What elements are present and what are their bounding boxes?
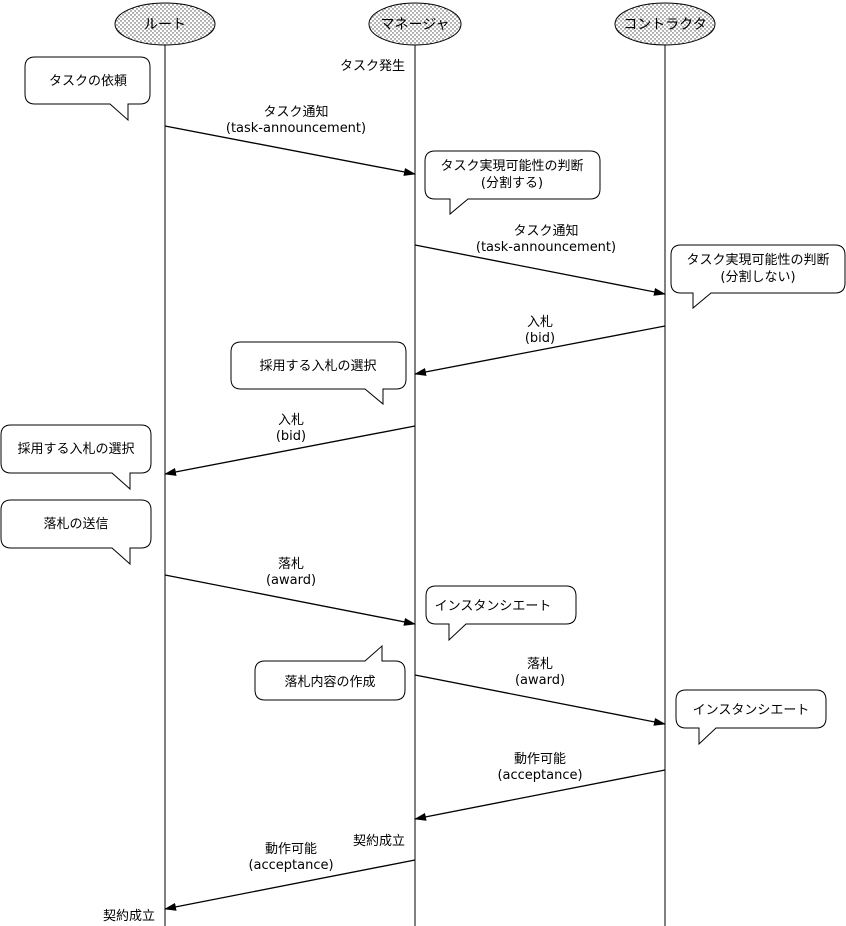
message-label-en: (award) bbox=[266, 573, 316, 588]
actor-manager-ellipse bbox=[368, 2, 462, 46]
message-label: 動作可能 bbox=[514, 752, 566, 767]
label-contract-root: 契約成立 bbox=[103, 909, 155, 924]
note-text: 採用する入札の選択 bbox=[259, 359, 376, 374]
message-arrow bbox=[414, 674, 666, 726]
message-bid-contractor-to-manager: 入札 (bid) bbox=[414, 315, 666, 376]
message-arrow bbox=[414, 325, 666, 376]
message-label: 入札 bbox=[278, 413, 304, 428]
label-task-occurrence: タスク発生 bbox=[340, 59, 405, 74]
note-text: タスク実現可能性の判断 bbox=[440, 158, 583, 174]
message-acceptance-manager-to-root: 動作可能 (acceptance) bbox=[164, 842, 416, 911]
actor-root: ルート bbox=[114, 2, 216, 46]
actor-contractor-label: コントラクタ bbox=[623, 17, 706, 33]
note-bubble bbox=[670, 244, 846, 310]
note-send-award: 落札の送信 bbox=[0, 499, 152, 566]
message-label-en: (bid) bbox=[525, 331, 555, 346]
note-bubble bbox=[230, 341, 407, 406]
note-select-bid-manager: 採用する入札の選択 bbox=[230, 341, 407, 406]
note-instantiate-contractor: インスタンシエート bbox=[675, 689, 827, 746]
note-instantiate-manager: インスタンシエート bbox=[425, 585, 577, 642]
message-label: 入札 bbox=[527, 315, 553, 330]
message-task-announcement-manager-to-contractor: タスク通知 (task-announcement) bbox=[414, 223, 666, 296]
message-arrow bbox=[164, 125, 416, 176]
note-text: タスク実現可能性の判断 bbox=[686, 252, 829, 268]
message-label-en: (task-announcement) bbox=[226, 121, 366, 136]
note-text: 採用する入札の選択 bbox=[17, 442, 134, 457]
message-label: 動作可能 bbox=[265, 842, 317, 857]
note-feasibility-split: タスク実現可能性の判断 (分割する) bbox=[424, 150, 601, 216]
note-bubble bbox=[0, 424, 152, 491]
message-label: タスク通知 bbox=[263, 104, 328, 120]
note-text: 落札内容の作成 bbox=[284, 674, 375, 690]
note-bubble bbox=[0, 499, 152, 566]
message-label: 落札 bbox=[278, 557, 304, 572]
message-acceptance-contractor-to-manager: 動作可能 (acceptance) bbox=[414, 752, 666, 821]
note-request-task: タスクの依頼 bbox=[24, 56, 151, 122]
note-text: タスクの依頼 bbox=[49, 74, 127, 89]
actor-manager-label: マネージャ bbox=[380, 17, 449, 33]
message-label: タスク通知 bbox=[513, 223, 578, 239]
actor-manager: マネージャ bbox=[368, 2, 462, 46]
actor-root-label: ルート bbox=[144, 17, 186, 33]
message-label-en: (bid) bbox=[276, 429, 306, 444]
message-bid-manager-to-root: 入札 (bid) bbox=[164, 413, 416, 476]
note-text-sub: (分割しない) bbox=[720, 269, 795, 285]
note-bubble bbox=[425, 585, 577, 642]
actor-contractor-ellipse bbox=[614, 2, 716, 46]
note-bubble bbox=[424, 150, 601, 216]
message-arrow bbox=[164, 859, 416, 911]
note-text: 落札の送信 bbox=[43, 517, 108, 532]
actor-root-ellipse bbox=[114, 2, 216, 46]
note-select-bid-root: 採用する入札の選択 bbox=[0, 424, 152, 491]
message-label-en: (acceptance) bbox=[497, 768, 582, 783]
note-bubble bbox=[254, 644, 406, 701]
message-arrow bbox=[164, 574, 416, 626]
message-award-manager-to-contractor: 落札 (award) bbox=[414, 657, 666, 726]
note-feasibility-nosplit: タスク実現可能性の判断 (分割しない) bbox=[670, 244, 846, 310]
note-text-sub: (分割する) bbox=[481, 175, 543, 191]
note-text: インスタンシエート bbox=[435, 599, 552, 614]
note-bubble bbox=[24, 56, 151, 122]
message-award-root-to-manager: 落札 (award) bbox=[164, 557, 416, 626]
message-label-en: (award) bbox=[515, 673, 565, 688]
message-arrow bbox=[414, 244, 666, 296]
note-text: インスタンシエート bbox=[693, 703, 810, 718]
note-create-award-content: 落札内容の作成 bbox=[254, 644, 406, 701]
message-arrow bbox=[414, 769, 666, 821]
note-bubble bbox=[675, 689, 827, 746]
message-label-en: (acceptance) bbox=[248, 858, 333, 873]
message-label-en: (task-announcement) bbox=[476, 240, 616, 255]
message-label: 落札 bbox=[527, 657, 553, 672]
actor-contractor: コントラクタ bbox=[614, 2, 716, 46]
label-contract-manager: 契約成立 bbox=[353, 834, 405, 849]
message-task-announcement-root-to-manager: タスク通知 (task-announcement) bbox=[164, 104, 416, 176]
message-arrow bbox=[164, 425, 416, 476]
